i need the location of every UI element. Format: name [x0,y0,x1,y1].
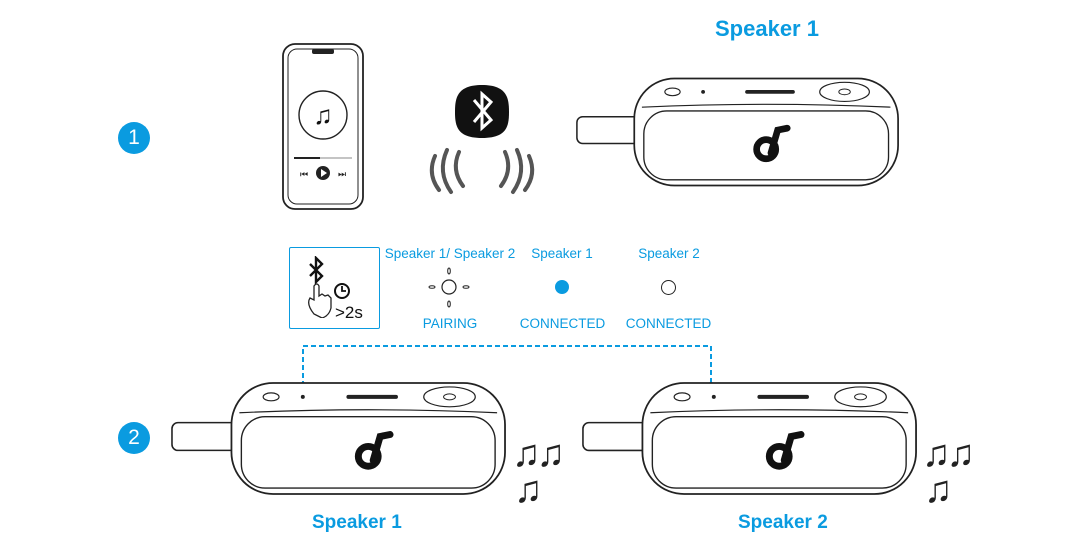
speaker-2-title-bottom: Speaker 2 [738,512,828,533]
speaker-1-title-bottom: Speaker 1 [312,512,402,533]
clock-icon [334,283,350,299]
music-notes-icon-1: ♫♫♫ [512,433,565,511]
speaker-1-illustration-bottom [170,381,507,496]
svg-text:⏮: ⏮ [300,169,308,179]
music-notes: ♫♫ [922,433,975,475]
step-1-badge: 1 [118,122,150,154]
speaker-1-title-top: Speaker 1 [715,16,819,41]
step-2-badge: 2 [118,422,150,454]
led-speaker-label-pairing: Speaker 1/ Speaker 2 [384,246,516,261]
speaker-2-illustration [580,381,919,496]
led-state-connected-1: CONNECTED [519,316,606,331]
svg-text:♫: ♫ [313,100,333,130]
led-solid-on-icon [555,280,569,294]
svg-text:⏭: ⏭ [338,169,346,179]
led-blinking-icon [428,267,470,308]
bluetooth-press-icon [308,256,332,318]
press-hold-instruction: >2s [289,247,380,329]
led-state-pairing: PAIRING [422,316,478,331]
hold-duration: >2s [335,303,363,322]
led-state-connected-2: CONNECTED [625,316,712,331]
led-off-icon [661,280,676,295]
led-speaker-label-1: Speaker 1 [531,246,593,261]
phone-icon: ♫ ⏮ ⏭ [282,43,364,210]
speaker-1-illustration [575,76,900,188]
led-speaker-label-2: Speaker 2 [638,246,700,261]
music-notes-icon-2: ♫♫♫ [922,433,975,511]
bluetooth-signal-icon [429,85,535,194]
music-notes: ♫♫ [512,433,565,475]
